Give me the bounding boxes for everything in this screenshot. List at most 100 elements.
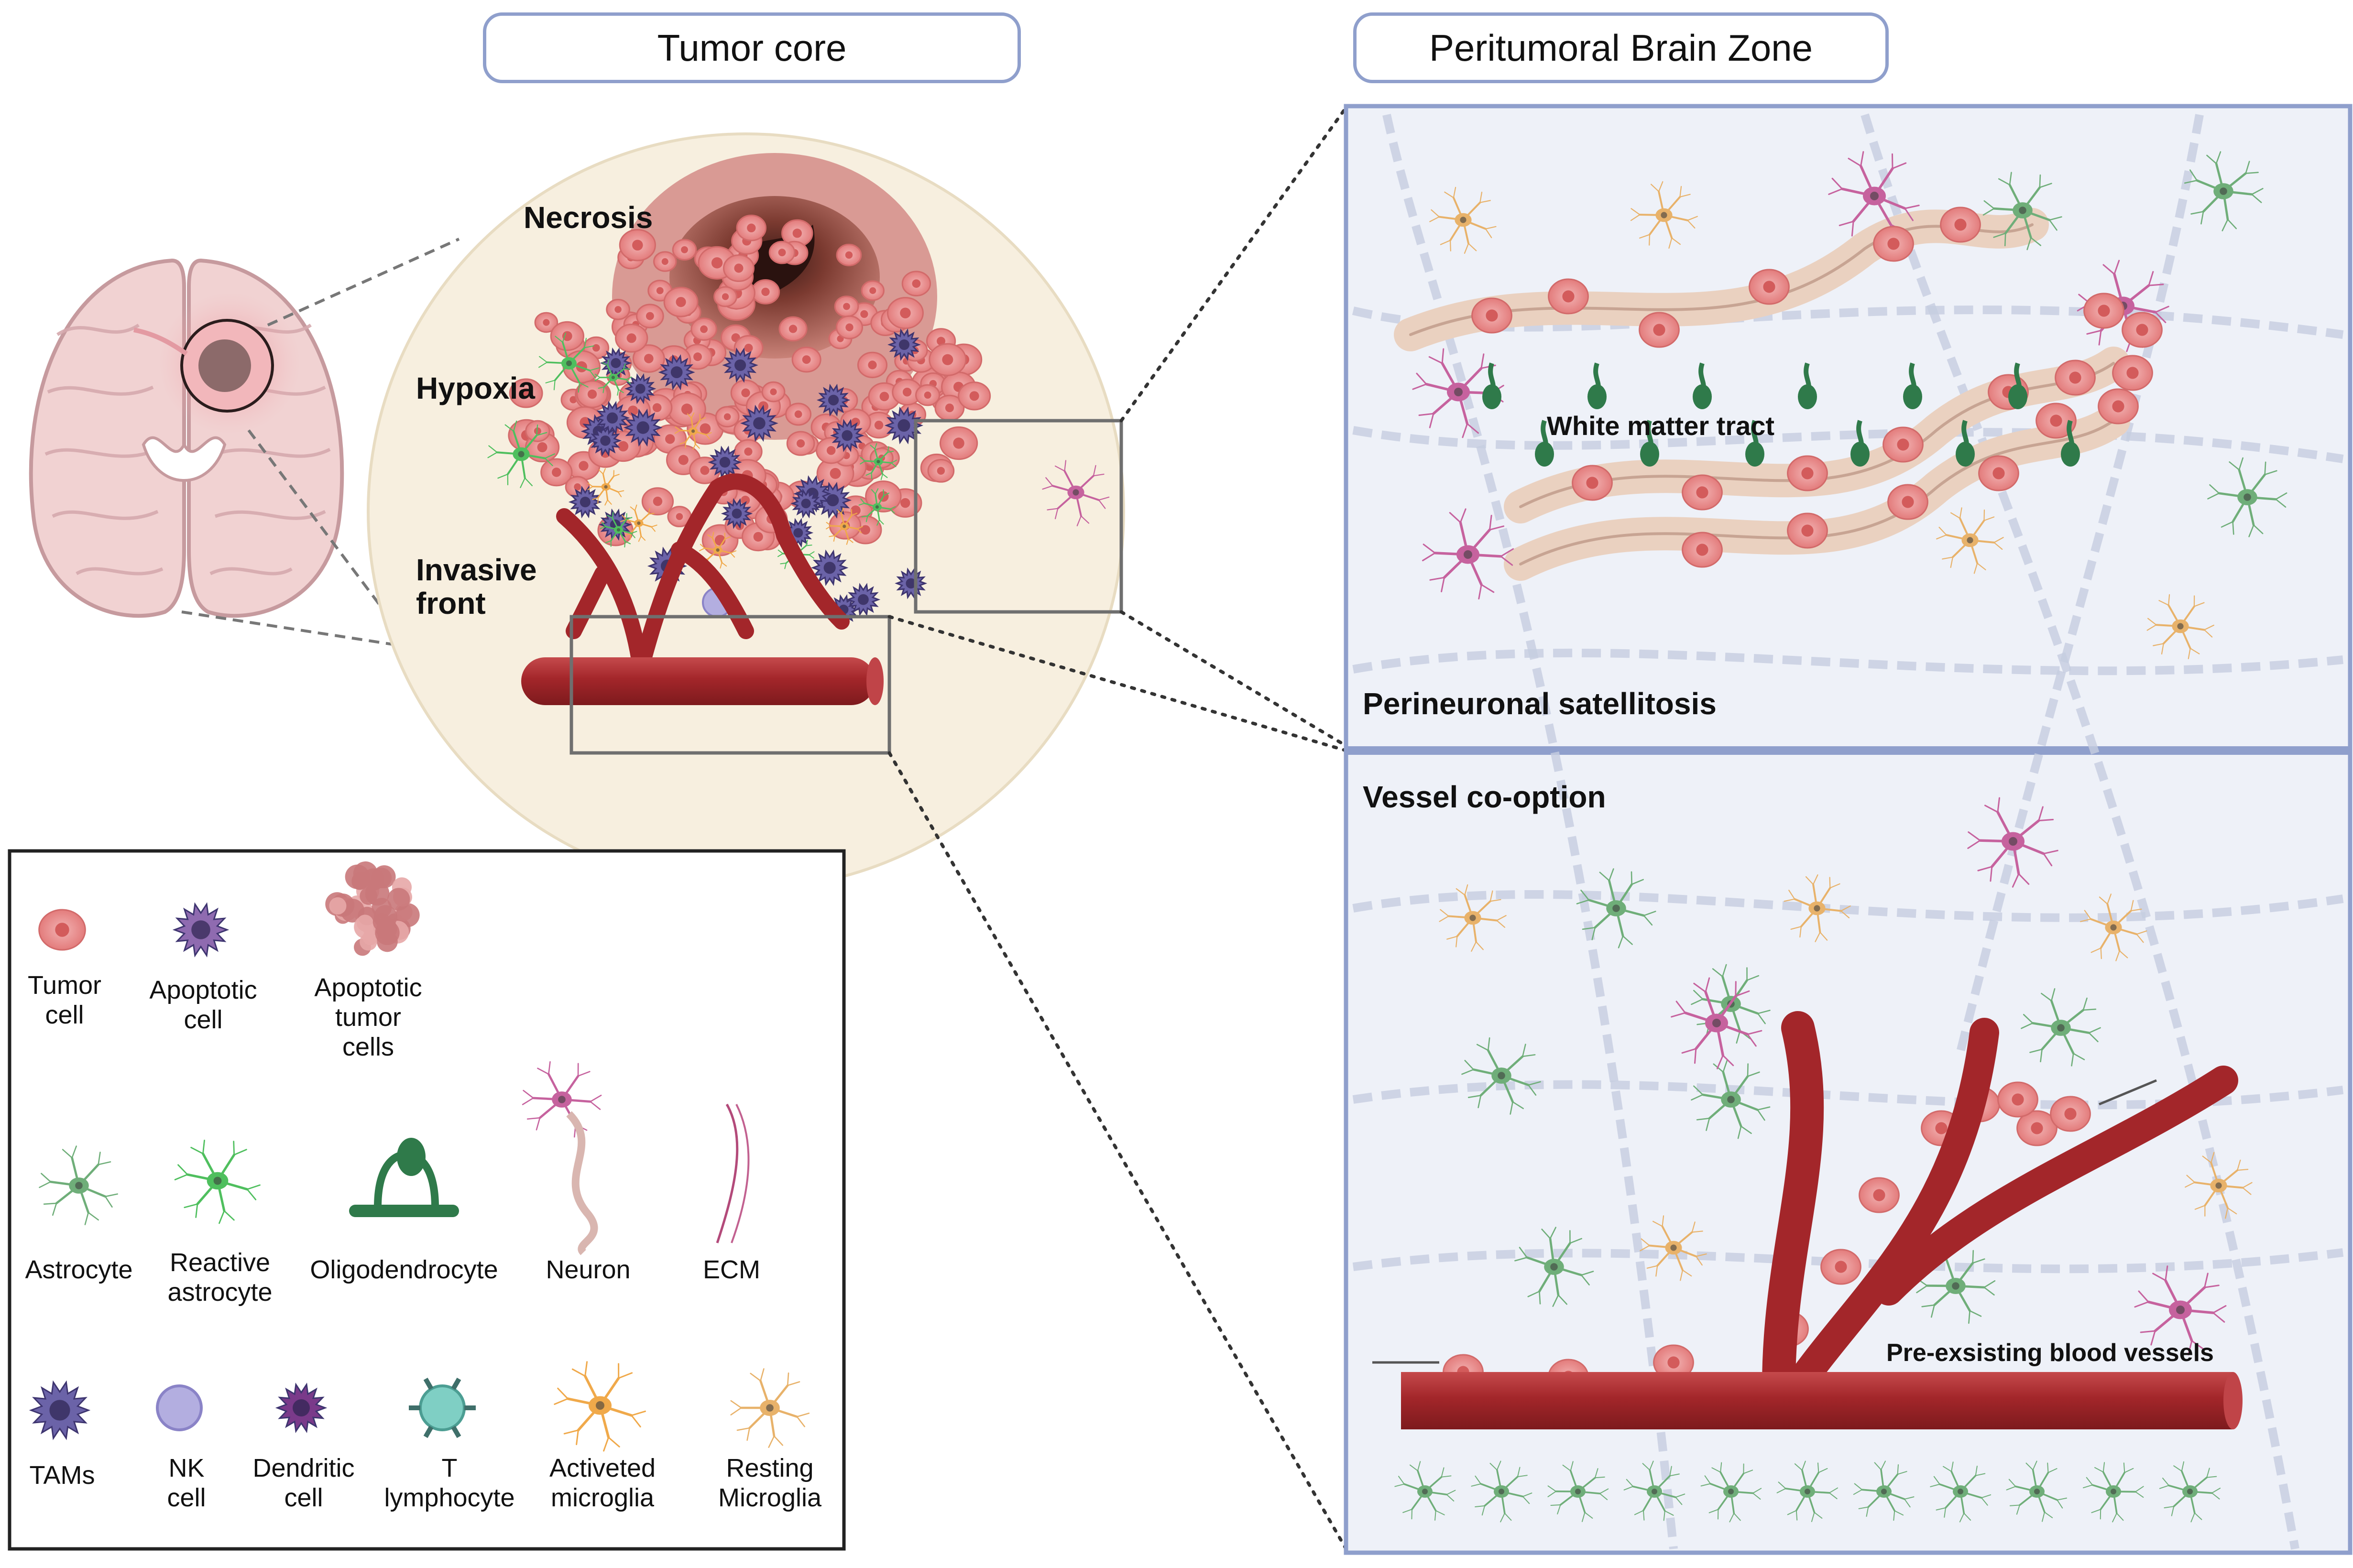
tumor-core-illustration <box>367 106 1348 1551</box>
oligodendrocyte-icon <box>1693 362 1712 409</box>
tumor-cell-icon <box>38 909 86 951</box>
glial-cell-icon <box>594 359 632 396</box>
tumor-cell-icon <box>2112 355 2153 391</box>
astrocyte-icon <box>1576 868 1656 948</box>
tumor-cell-icon <box>791 347 821 373</box>
activated-microglia-icon <box>554 1361 646 1452</box>
ecm-fibre <box>1352 890 2344 922</box>
astrocyte-icon <box>1691 1059 1771 1139</box>
neuron-icon <box>1412 348 1504 438</box>
label-preexisting-vessels: Pre-exsisting blood vessels <box>1886 1339 2214 1367</box>
ecm-fibre <box>1352 648 2343 675</box>
tumor-cell-icon <box>2055 359 2096 396</box>
legend-ecm: ECM <box>703 1255 760 1284</box>
astrocyte-icon <box>1700 1462 1762 1523</box>
glial-cell-icon <box>826 507 863 545</box>
tumor-cell-icon <box>641 487 674 516</box>
tumor-cell-icon <box>668 392 706 426</box>
astrocyte-icon <box>1461 1037 1541 1115</box>
astrocyte-icon <box>2021 988 2101 1067</box>
tumor-cell-icon <box>1572 465 1613 501</box>
tumor-cell-icon <box>2083 293 2124 329</box>
neuron-icon <box>1671 977 1762 1069</box>
tumor-core-title: Tumor core <box>483 12 1021 83</box>
tumor-cell-icon <box>1749 269 1790 305</box>
astrocyte-icon <box>1394 1461 1456 1521</box>
resting-microglia-icon <box>2146 594 2214 659</box>
tumor-cell-icon <box>663 286 699 317</box>
tam-icon <box>790 488 821 519</box>
tumor-cell-icon <box>632 344 665 373</box>
glial-cell-icon <box>858 488 896 526</box>
pbz-panel <box>1344 104 2353 1555</box>
label-hypoxia: Hypoxia <box>416 371 535 405</box>
tumor-cell-icon <box>927 458 955 483</box>
tam-icon <box>708 446 742 479</box>
astrocyte-icon <box>1853 1460 1915 1521</box>
tumor-cell-icon <box>1820 1249 1861 1285</box>
t-lymphocyte-icon <box>409 1377 476 1438</box>
label-perineuronal-satellitosis: Perineuronal satellitosis <box>1363 686 1717 721</box>
oligodendrocyte-icon <box>2061 420 2080 467</box>
legend-oligodendrocyte: Oligodendrocyte <box>310 1255 498 1284</box>
reactive-astrocyte-icon <box>538 332 600 393</box>
dendritic-cell-icon <box>275 1383 328 1433</box>
resting-microglia-icon <box>2080 893 2147 961</box>
tumor-cell-icon <box>715 406 740 428</box>
ecm-icon <box>716 1103 750 1243</box>
legend-astrocyte: Astrocyte <box>25 1255 133 1284</box>
ecm-fibre <box>1956 114 2204 1053</box>
astrocyte-icon <box>2006 1460 2068 1522</box>
tumor-cell-icon <box>857 351 888 379</box>
oligodendrocyte-icon <box>349 1138 459 1217</box>
tumor-cell-icon <box>915 384 941 406</box>
tam-icon <box>658 354 695 391</box>
tumor-cell-icon <box>1639 312 1680 348</box>
astrocyte-icon <box>1776 1460 1839 1522</box>
tumor-cell-icon <box>886 297 924 329</box>
tumor-cell-icon <box>1887 484 1928 520</box>
tumor-cell-icon <box>1548 278 1589 315</box>
oligodendrocyte-icon <box>1745 420 1764 467</box>
tumor-cell-icon <box>1682 532 1723 568</box>
tam-icon <box>624 373 657 404</box>
tam-icon <box>722 348 758 383</box>
tumor-cell-icon <box>836 315 863 339</box>
tumor-cell-icon <box>1882 426 1924 463</box>
tam-icon <box>816 383 851 417</box>
tam-icon <box>830 419 865 452</box>
legend-tams: TAMs <box>29 1461 95 1490</box>
tumor-cell-icon <box>768 240 796 264</box>
tumor-cell-icon <box>722 254 755 282</box>
tumor-cell-icon <box>785 403 812 426</box>
tam-icon <box>887 328 921 361</box>
oligodendrocyte-icon <box>1482 362 1501 409</box>
tumor-cell-icon <box>540 458 573 487</box>
tumor-cell-icon <box>615 324 648 353</box>
tumor-cell-icon <box>934 394 965 421</box>
tumor-cell-icon <box>836 243 862 266</box>
tam-icon <box>884 406 924 445</box>
glial-cell-icon <box>860 443 897 480</box>
tumor-cell-icon <box>939 426 978 460</box>
neuron-icon <box>1828 151 1920 240</box>
neuron-icon <box>1042 460 1110 526</box>
pbz-title: Peritumoral Brain Zone <box>1353 12 1889 83</box>
astrocyte-icon <box>2207 457 2287 537</box>
tumor-cell-icon <box>1873 226 1914 262</box>
resting-microglia-icon <box>1630 181 1698 249</box>
tumor-cell-icon <box>1682 474 1723 511</box>
resting-microglia-icon <box>1439 884 1507 952</box>
neuron-icon <box>522 1061 602 1255</box>
astrocyte-icon <box>1930 1461 1992 1523</box>
tumor-cell-icon <box>606 299 630 320</box>
oligodendrocyte-icon <box>1956 420 1975 467</box>
tam-icon <box>594 401 630 436</box>
resting-microglia-icon <box>1784 874 1851 942</box>
